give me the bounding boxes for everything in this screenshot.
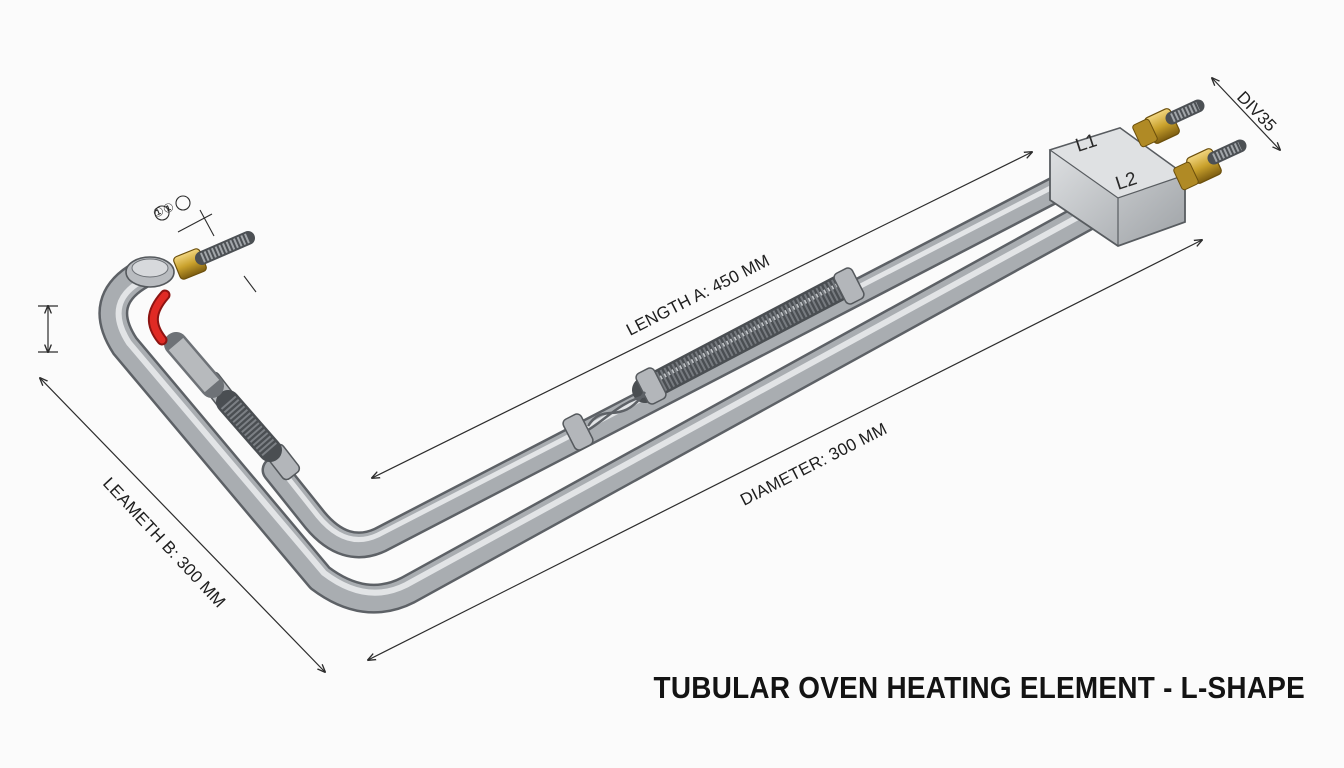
length-b-label: LEAMETH B: 300 MM [99,474,229,612]
dimension-terminal-spacing [1212,78,1280,150]
dimension-vertical-left [38,306,58,352]
dimension-diameter [368,240,1202,660]
dimension-length-b [40,378,325,672]
diagram-title: TUBULAR OVEN HEATING ELEMENT - L-SHAPE [653,670,1305,705]
terminal-block [1048,127,1187,248]
diameter-label: DIAMETER: 300 MM [737,419,890,509]
left-terminal-note: ①① [151,200,176,221]
left-terminal [125,231,255,288]
terminal-spacing-label: DIV35 [1233,88,1280,136]
dimension-left-terminal [154,195,257,293]
terminal-stud-l2 [1173,139,1247,191]
terminal-stud-l1 [1132,99,1205,148]
